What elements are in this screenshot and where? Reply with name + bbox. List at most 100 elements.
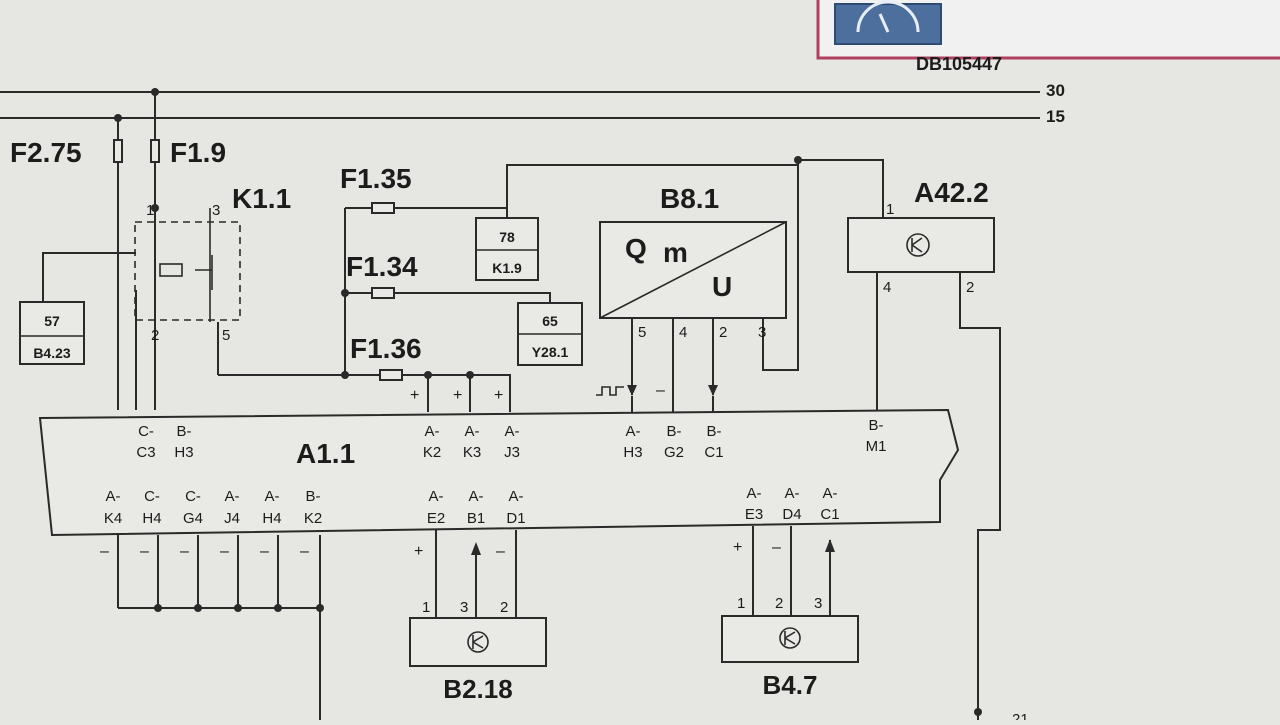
ref-box-y281[interactable]: 65 Y28.1 [517,302,583,366]
svg-text:1: 1 [422,599,430,616]
svg-text:A-: A- [265,488,280,505]
svg-text:K1.9: K1.9 [492,260,522,276]
svg-text:3: 3 [212,202,220,219]
svg-text:+: + [733,539,742,556]
module-a422[interactable]: A42.2 1 4 2 [847,177,995,296]
svg-text:65: 65 [542,313,558,329]
svg-text:4: 4 [883,279,891,296]
svg-text:E2: E2 [427,510,445,527]
svg-text:G4: G4 [183,510,203,527]
svg-text:1: 1 [146,202,154,219]
svg-text:A-: A- [465,423,480,440]
svg-text:K3: K3 [463,444,481,461]
svg-text:H3: H3 [174,444,193,461]
svg-text:–: – [300,543,309,560]
svg-text:B-: B- [667,423,682,440]
svg-text:C3: C3 [136,444,155,461]
fuse-f19-symbol [150,139,160,163]
svg-text:C-: C- [144,488,160,505]
svg-text:2: 2 [500,599,508,616]
gauge-icon-button[interactable] [834,3,942,45]
svg-text:A-: A- [509,488,524,505]
svg-text:–: – [140,543,149,560]
svg-text:B1: B1 [467,510,485,527]
svg-text:2: 2 [775,595,783,612]
svg-text:K2: K2 [423,444,441,461]
svg-text:–: – [100,543,109,560]
sensor-b47-label: B4.7 [763,670,818,700]
svg-text:C-: C- [185,488,201,505]
sensor-b47[interactable]: B4.7 [721,615,859,700]
svg-text:Q: Q [625,233,647,264]
svg-text:G2: G2 [664,444,684,461]
svg-text:C1: C1 [820,506,839,523]
svg-text:–: – [772,539,781,556]
transistor-icon [906,233,930,257]
svg-text:A-: A- [747,485,762,502]
svg-text:M1: M1 [866,438,887,455]
svg-text:A-: A- [785,485,800,502]
svg-text:J3: J3 [504,444,520,461]
svg-text:m: m [663,237,688,268]
svg-text:+: + [453,387,462,404]
svg-text:B-: B- [306,488,321,505]
svg-text:3: 3 [814,595,822,612]
svg-text:1: 1 [737,595,745,612]
svg-text:5: 5 [638,324,646,341]
svg-text:+: + [494,387,503,404]
svg-text:1: 1 [886,201,894,218]
svg-text:U: U [712,271,732,302]
overlay-window[interactable]: DB105447 [816,0,1280,74]
svg-text:A-: A- [429,488,444,505]
gauge-icon [856,0,920,33]
svg-text:B-: B- [177,423,192,440]
svg-text:3: 3 [758,324,766,341]
svg-text:K4: K4 [104,510,122,527]
svg-text:D1: D1 [506,510,525,527]
fuse-f134-label: F1.34 [346,251,418,282]
transistor-icon [467,631,489,653]
svg-text:–: – [656,382,665,399]
svg-text:–: – [260,543,269,560]
rail-30-label: 30 [1046,81,1065,100]
svg-text:E3: E3 [745,506,763,523]
pulse-signal-icon [596,386,624,396]
svg-text:A-: A- [425,423,440,440]
ref-box-k19[interactable]: 78 K1.9 [475,217,539,281]
control-unit-a11[interactable]: A1.1 [38,408,960,537]
svg-text:+: + [410,387,419,404]
svg-text:K2: K2 [304,510,322,527]
svg-text:2: 2 [151,327,159,344]
svg-text:A-: A- [823,485,838,502]
svg-text:–: – [496,543,505,560]
relay-k11: K1.1 1 2 3 5 [134,183,291,410]
svg-text:78: 78 [499,229,515,245]
svg-text:A-: A- [225,488,240,505]
control-unit-a11-label: A1.1 [296,438,355,469]
sensor-b81-label: B8.1 [660,183,719,214]
svg-text:C-: C- [138,423,154,440]
fuse-f136-symbol [379,369,403,381]
fuse-f135-label: F1.35 [340,163,412,194]
rail-15-label: 15 [1046,107,1065,126]
svg-text:–: – [220,543,229,560]
svg-text:C1: C1 [704,444,723,461]
svg-text:B4.23: B4.23 [33,345,71,361]
svg-text:+: + [414,543,423,560]
svg-text:–: – [180,543,189,560]
module-a422-label: A42.2 [914,177,989,208]
fuse-f275-label: F2.75 [10,137,82,168]
fuse-f135-symbol [371,202,395,214]
svg-text:4: 4 [679,324,687,341]
svg-text:Y28.1: Y28.1 [532,344,569,360]
fuse-f134-symbol [371,287,395,299]
fuse-f275-symbol [113,139,123,163]
svg-text:H4: H4 [262,510,281,527]
page-ref: 21 [1012,711,1029,720]
svg-text:J4: J4 [224,510,240,527]
sensor-b218[interactable]: B2.18 [409,617,547,704]
ref-box-b423[interactable]: 57 B4.23 [19,301,85,365]
sensor-b81[interactable]: B8.1 Q m U [599,183,787,319]
